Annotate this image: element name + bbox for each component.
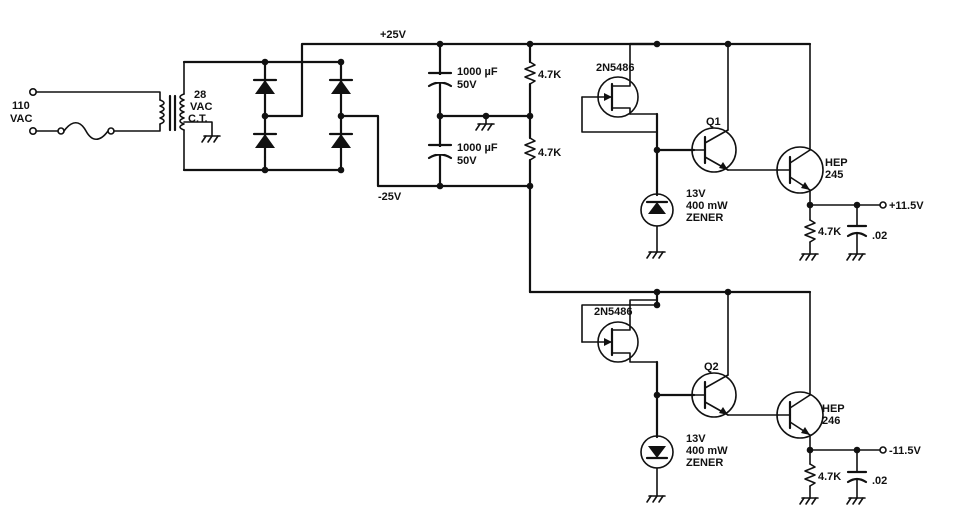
divider-resistors: 4.7K 4.7K: [524, 40, 812, 294]
ground-icon: [475, 123, 495, 131]
cap2-rating: 50V: [457, 155, 477, 167]
diode-d2: [252, 132, 278, 148]
output-negative-label: -11.5V: [889, 445, 921, 457]
bridge-rectifier: [182, 42, 442, 188]
input-unit-label: VAC: [10, 113, 32, 125]
center-tap-label: C.T.: [188, 113, 208, 125]
fuse: [35, 121, 161, 141]
transistor-q2: [691, 372, 737, 418]
output-terminal-positive: [879, 201, 887, 209]
power-rails: +25V -25V: [378, 29, 812, 203]
primary-coil: [159, 99, 165, 125]
transformer-voltage-label: 28: [194, 89, 206, 101]
diode-d3: [328, 78, 354, 94]
diode-d1: [252, 78, 278, 94]
zener-negative-type: ZENER: [686, 457, 723, 469]
output-cap-negative-label: .02: [872, 475, 887, 487]
ground-icon: [646, 495, 666, 503]
transformer-unit-label: VAC: [190, 101, 212, 113]
transistor-q1: [691, 127, 737, 173]
zener-positive-voltage: 13V: [686, 188, 706, 200]
negative-regulator: 2N5486 Q2 13V 400 mW ZENER HEP 246 4.7K …: [581, 288, 921, 505]
ac-input: 110 VAC: [10, 88, 161, 141]
ground-icon: [201, 135, 221, 143]
diode-d4: [328, 132, 354, 148]
zener-positive-type: ZENER: [686, 212, 723, 224]
q1-label: Q1: [706, 116, 721, 128]
load-resistor-positive-label: 4.7K: [818, 226, 841, 238]
ground-icon: [799, 253, 819, 261]
input-voltage-label: 110: [12, 100, 30, 112]
hep245-label-line1: HEP: [825, 157, 848, 169]
positive-regulator: 2N5486 Q1 13V 400 mW ZENER HEP 245 4.7K …: [581, 40, 924, 261]
output-cap-positive-label: .02: [872, 230, 887, 242]
zener-negative-voltage: 13V: [686, 433, 706, 445]
transformer: 28 VAC C.T.: [159, 61, 221, 171]
hep246-label-line1: HEP: [822, 403, 845, 415]
fet-negative-label: 2N5486: [594, 306, 633, 318]
negative-rail-label: -25V: [378, 191, 402, 203]
fet-positive-label: 2N5486: [596, 62, 635, 74]
r2-label: 4.7K: [538, 147, 561, 159]
output-positive-label: +11.5V: [889, 200, 924, 212]
transistor-hep246: [776, 391, 824, 439]
cap1-rating: 50V: [457, 79, 477, 91]
hep246-label-line2: 246: [822, 415, 840, 427]
r1-label: 4.7K: [538, 69, 561, 81]
ground-icon: [646, 251, 666, 259]
q2-label: Q2: [704, 361, 719, 373]
load-resistor-negative-label: 4.7K: [818, 471, 841, 483]
transistor-hep245: [776, 146, 824, 194]
ground-icon: [846, 253, 866, 261]
zener-negative-power: 400 mW: [686, 445, 728, 457]
ground-icon: [799, 497, 819, 505]
zener-positive-power: 400 mW: [686, 200, 728, 212]
filter-capacitors: 1000 µF 50V 1000 µF 50V: [427, 40, 532, 190]
output-terminal-negative: [879, 446, 887, 454]
ground-icon: [846, 497, 866, 505]
cap1-value: 1000 µF: [457, 66, 498, 78]
positive-rail-label: +25V: [380, 29, 407, 41]
cap2-value: 1000 µF: [457, 142, 498, 154]
secondary-coil: [179, 93, 185, 131]
hep245-label-line2: 245: [825, 169, 843, 181]
